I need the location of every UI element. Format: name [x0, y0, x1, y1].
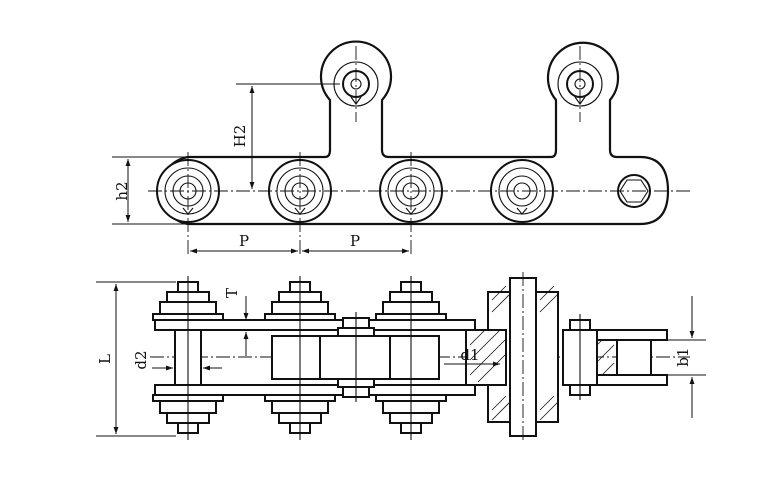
roller-assembly-1 [152, 276, 224, 440]
side-plate-top [154, 319, 476, 331]
side-view: h2 H2 P P [112, 40, 690, 255]
label-L: L [96, 354, 114, 364]
dimension-h2: h2 [112, 156, 188, 225]
label-pitch-right: P [350, 232, 360, 250]
label-H2: H2 [231, 125, 249, 148]
dimension-L: L [96, 281, 176, 437]
roller-assembly-3 [375, 276, 447, 440]
inner-link-bar [319, 335, 391, 380]
dimension-H2: H2 [231, 83, 340, 189]
label-d2: d2 [132, 350, 150, 369]
sectioned-link [465, 272, 559, 442]
label-d1: d1 [460, 346, 479, 364]
side-plate-bottom [154, 384, 476, 396]
dimension-pitch: P P [190, 232, 409, 254]
link-plate-outline [158, 40, 670, 226]
right-roller [562, 314, 615, 400]
label-pitch-left: P [239, 232, 249, 250]
label-b1: b1 [674, 347, 692, 366]
dimension-d1: d1 [444, 346, 500, 367]
roller-assembly-2 [264, 276, 336, 440]
end-link [596, 329, 668, 386]
dimension-T: T [223, 288, 249, 356]
dimension-b1: b1 [668, 296, 706, 418]
connecting-pin-small [337, 312, 375, 402]
label-T: T [223, 288, 241, 298]
label-h2: h2 [113, 181, 131, 200]
plan-view: L T d2 d1 b1 [96, 272, 706, 442]
dimension-d2: d2 [132, 350, 222, 371]
